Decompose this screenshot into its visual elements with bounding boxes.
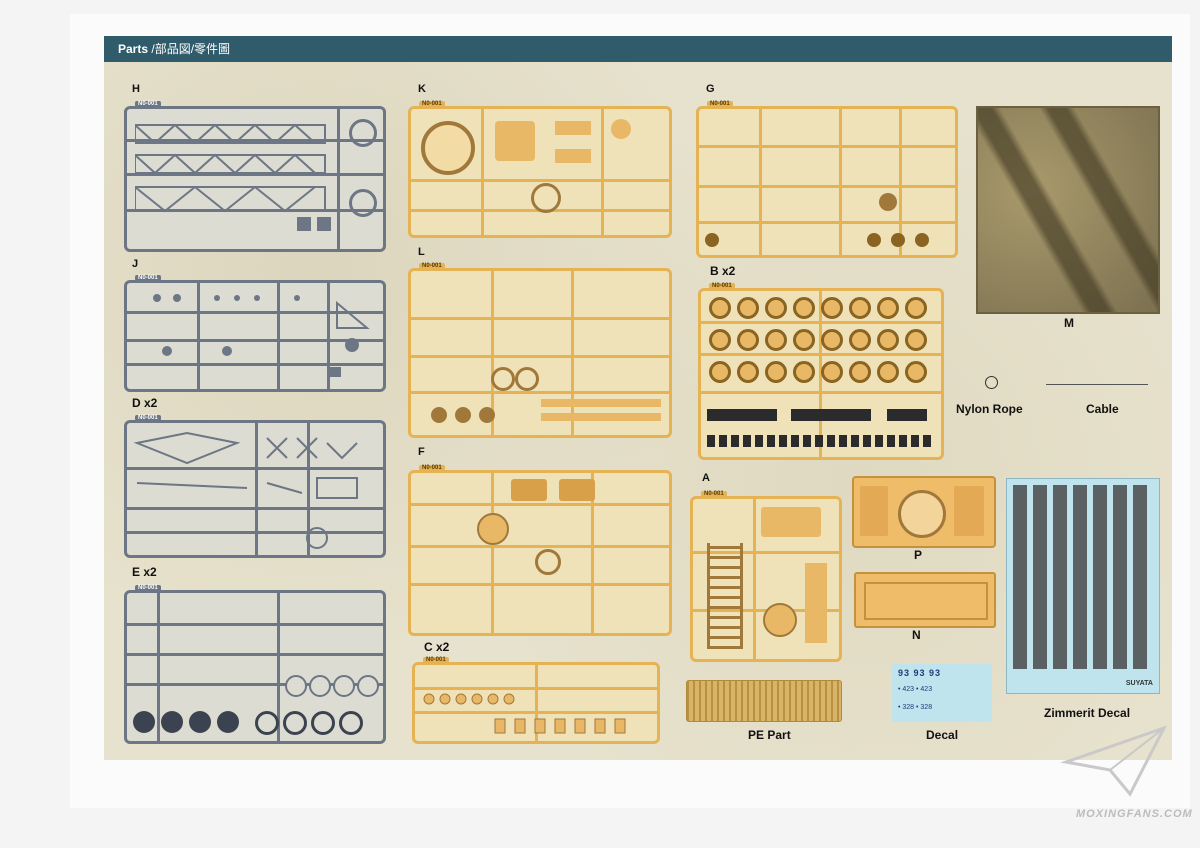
sprue-c-code: N0-001 xyxy=(423,657,449,663)
sprue-b: N0-001 xyxy=(698,283,944,460)
part-p-label: P xyxy=(914,548,923,562)
road-wheel xyxy=(709,297,731,319)
road-wheel xyxy=(793,329,815,351)
zimmerit-texture-sheet-m xyxy=(976,106,1160,314)
pe-part-label: PE Part xyxy=(748,728,791,742)
road-wheel xyxy=(821,297,843,319)
sprue-g: N0-001 xyxy=(696,101,958,258)
sprue-b-code: N0-001 xyxy=(709,283,735,289)
sprue-a-code: N0-001 xyxy=(701,491,727,497)
sprue-e-code: N0-001 xyxy=(135,585,161,591)
road-wheel xyxy=(765,329,787,351)
road-wheel xyxy=(905,361,927,383)
header-title: Parts xyxy=(118,42,149,56)
sprue-d-label: D x2 xyxy=(132,396,158,410)
decal-sheet: 93 93 93 • 423 • 423 • 328 • 328 xyxy=(892,664,992,722)
sprue-g-label: G xyxy=(706,83,715,95)
sprue-a: N0-001 xyxy=(690,491,842,662)
road-wheel xyxy=(737,361,759,383)
decal-label: Decal xyxy=(926,728,959,742)
road-wheel xyxy=(905,297,927,319)
road-wheel xyxy=(793,297,815,319)
road-wheel xyxy=(849,361,871,383)
sprue-h-code: N0-001 xyxy=(135,101,161,107)
sprue-l: N0-001 xyxy=(408,263,672,438)
road-wheel xyxy=(877,329,899,351)
nylon-rope-label: Nylon Rope xyxy=(956,402,1023,416)
road-wheel xyxy=(737,329,759,351)
sprue-l-label: L xyxy=(418,246,425,258)
road-wheel xyxy=(877,361,899,383)
sprue-k: N0-001 xyxy=(408,101,672,238)
sprue-d-code: N0-001 xyxy=(135,415,161,421)
pe-part-fret xyxy=(686,680,842,722)
upper-hull-p xyxy=(852,476,996,548)
paper-plane-logo-icon xyxy=(1060,725,1168,797)
road-wheel xyxy=(821,361,843,383)
watermark-text: MOXINGFANS.COM xyxy=(1076,808,1193,820)
road-wheel xyxy=(709,329,731,351)
header-subtitle: /部品図/零件圖 xyxy=(151,42,231,56)
road-wheel xyxy=(877,297,899,319)
sprue-a-label: A xyxy=(702,472,710,484)
nylon-rope-icon xyxy=(985,376,998,389)
part-m-label: M xyxy=(1064,316,1074,330)
part-n-label: N xyxy=(912,628,921,642)
road-wheel xyxy=(849,329,871,351)
road-wheel xyxy=(793,361,815,383)
decal-row-3: • 328 • 328 xyxy=(898,704,933,711)
decal-row-1: 93 93 93 xyxy=(898,668,942,678)
road-wheel xyxy=(709,361,731,383)
decal-row-2: • 423 • 423 xyxy=(898,686,933,693)
sprue-c: N0-001 xyxy=(412,657,660,744)
sprue-f: N0-001 xyxy=(408,465,672,636)
sprue-k-code: N0-001 xyxy=(419,101,445,107)
sprue-g-code: N0-001 xyxy=(707,101,733,107)
sprue-h-label: H xyxy=(132,83,140,95)
road-wheel xyxy=(849,297,871,319)
cable-label: Cable xyxy=(1086,402,1119,416)
cable-icon xyxy=(1046,384,1148,385)
zimmerit-decal-sheet: SUYATA xyxy=(1006,478,1160,694)
sprue-h: N0-001 xyxy=(124,101,386,252)
sprue-e-label: E x2 xyxy=(132,565,157,579)
road-wheel xyxy=(821,329,843,351)
road-wheel xyxy=(765,297,787,319)
sprue-d: N0-001 xyxy=(124,415,386,558)
road-wheel xyxy=(765,361,787,383)
sprue-f-code: N0-001 xyxy=(419,465,445,471)
sprue-k-label: K xyxy=(418,83,426,95)
sprue-e: N0-001 xyxy=(124,585,386,744)
sprue-h-frames xyxy=(135,123,326,213)
sprue-b-label: B x2 xyxy=(710,264,736,278)
zimmerit-decal-label: Zimmerit Decal xyxy=(1044,706,1131,720)
road-wheel xyxy=(905,329,927,351)
zimmerit-brand: SUYATA xyxy=(1125,680,1153,687)
lower-hull-n xyxy=(854,572,996,628)
sprue-j-code: N0-001 xyxy=(135,275,161,281)
sprue-l-code: N0-001 xyxy=(419,263,445,269)
road-wheel xyxy=(737,297,759,319)
sprue-c-label: C x2 xyxy=(424,640,450,654)
sprue-j-label: J xyxy=(132,258,139,270)
sprue-f-label: F xyxy=(418,446,425,458)
section-header: Parts /部品図/零件圖 xyxy=(104,36,1172,62)
sprue-j: N0-001 xyxy=(124,275,386,392)
